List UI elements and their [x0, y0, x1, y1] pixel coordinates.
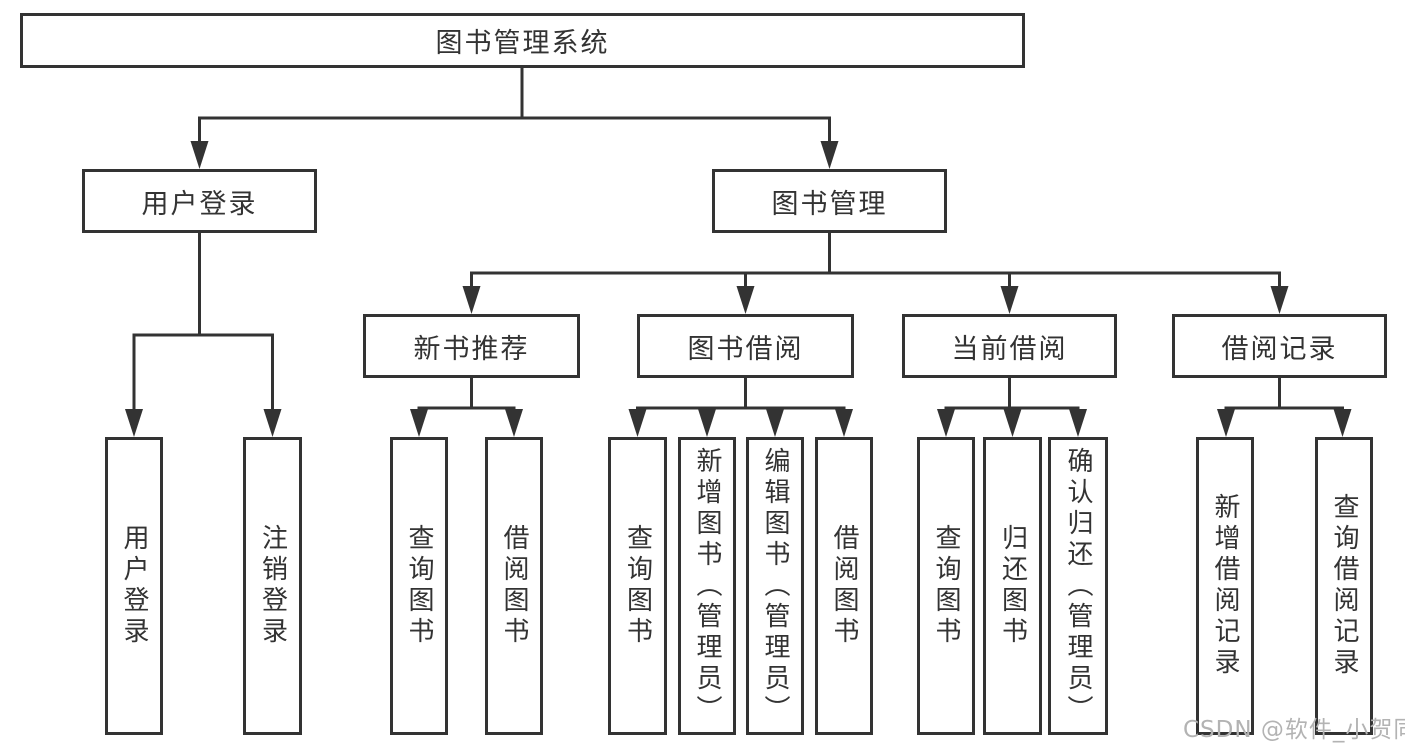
- arrow-icon: [736, 286, 755, 314]
- arrow-icon: [1000, 286, 1019, 314]
- arrow-icon: [1333, 409, 1352, 437]
- arrow-icon: [1270, 286, 1289, 314]
- leaf-query-books-borrow: 查询图书: [608, 437, 667, 735]
- leaf-borrow-books: 借阅图书: [815, 437, 873, 735]
- edge-current-borrow: [944, 376, 1080, 416]
- node-current-borrow: 当前借阅: [902, 314, 1117, 378]
- leaf-edit-books-admin: 编辑图书（管理员）: [746, 437, 804, 735]
- arrow-icon: [505, 409, 523, 437]
- arrow-icon: [125, 409, 143, 437]
- edge-book-management: [470, 231, 1281, 293]
- arrow-icon: [190, 141, 209, 169]
- arrow-icon: [628, 409, 647, 437]
- node-book-management: 图书管理: [712, 169, 947, 233]
- edge-root: [198, 65, 831, 148]
- arrow-icon: [937, 409, 955, 437]
- leaf-query-borrow-record: 查询借阅记录: [1315, 437, 1373, 735]
- arrow-icon: [1069, 409, 1087, 437]
- leaf-add-borrow-record: 新增借阅记录: [1196, 437, 1254, 735]
- edge-borrow-records: [1224, 376, 1344, 416]
- watermark: CSDN @软件_小贺同学: [1183, 717, 1405, 743]
- arrow-icon: [766, 409, 784, 437]
- arrow-icon: [410, 409, 428, 437]
- arrow-icon: [1217, 409, 1235, 437]
- arrow-icon: [462, 286, 481, 314]
- node-root: 图书管理系统: [20, 13, 1025, 68]
- arrow-icon: [698, 409, 716, 437]
- arrow-icon: [835, 409, 853, 437]
- edge-book-borrow: [636, 376, 846, 416]
- node-new-book-recommend: 新书推荐: [363, 314, 580, 378]
- leaf-add-books-admin: 新增图书（管理员）: [678, 437, 736, 735]
- edge-user-login: [132, 231, 274, 416]
- leaf-logout: 注销登录: [243, 437, 302, 735]
- arrowheads: [125, 141, 1352, 437]
- edge-new-book-recommend: [417, 376, 516, 416]
- arrow-icon: [1003, 409, 1022, 437]
- leaf-query-books-current: 查询图书: [917, 437, 975, 735]
- leaf-query-books-recommend: 查询图书: [390, 437, 448, 735]
- arrow-icon: [263, 409, 282, 437]
- leaf-user-login: 用户登录: [105, 437, 163, 735]
- leaf-return-books: 归还图书: [983, 437, 1042, 735]
- leaf-confirm-return-admin: 确认归还（管理员）: [1048, 437, 1108, 735]
- node-user-login: 用户登录: [82, 169, 317, 233]
- arrow-icon: [820, 141, 839, 169]
- leaf-borrow-books-recommend: 借阅图书: [485, 437, 543, 735]
- node-book-borrow: 图书借阅: [637, 314, 854, 378]
- node-borrow-records: 借阅记录: [1172, 314, 1387, 378]
